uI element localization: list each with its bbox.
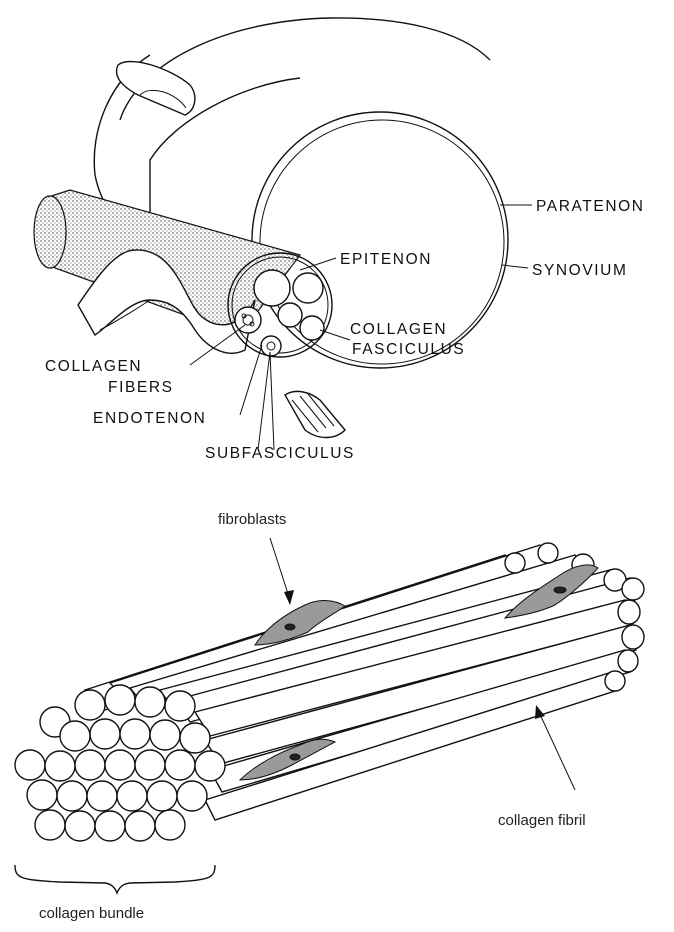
label-collagen-fasciculus-1: COLLAGEN — [350, 321, 447, 338]
tendon-end — [34, 196, 66, 268]
label-fibroblasts: fibroblasts — [218, 511, 286, 528]
tendon-sheath-diagram: PARATENON SYNOVIUM EPITENON COLLAGEN FAS… — [34, 18, 645, 462]
label-collagen-fasciculus-2: FASCICULUS — [352, 341, 465, 358]
mesotenon-top — [116, 62, 194, 115]
label-epitenon: EPITENON — [340, 251, 432, 268]
label-collagen-fibers-1: COLLAGEN — [45, 358, 142, 375]
bundle-bracket — [15, 865, 215, 893]
label-collagen-bundle: collagen bundle — [39, 905, 144, 922]
label-subfasciculus: SUBFASCICULUS — [205, 445, 355, 462]
collagen-bundle-diagram: fibroblasts collagen fibril collagen bun… — [15, 511, 644, 922]
label-endotenon: ENDOTENON — [93, 410, 206, 427]
label-synovium: SYNOVIUM — [532, 262, 627, 279]
label-collagen-fibers-2: FIBERS — [108, 379, 174, 396]
tendon-body — [39, 190, 300, 335]
fibril-cross-sections — [15, 685, 225, 841]
label-paratenon: PARATENON — [536, 198, 645, 215]
label-collagen-fibril: collagen fibril — [498, 812, 586, 829]
